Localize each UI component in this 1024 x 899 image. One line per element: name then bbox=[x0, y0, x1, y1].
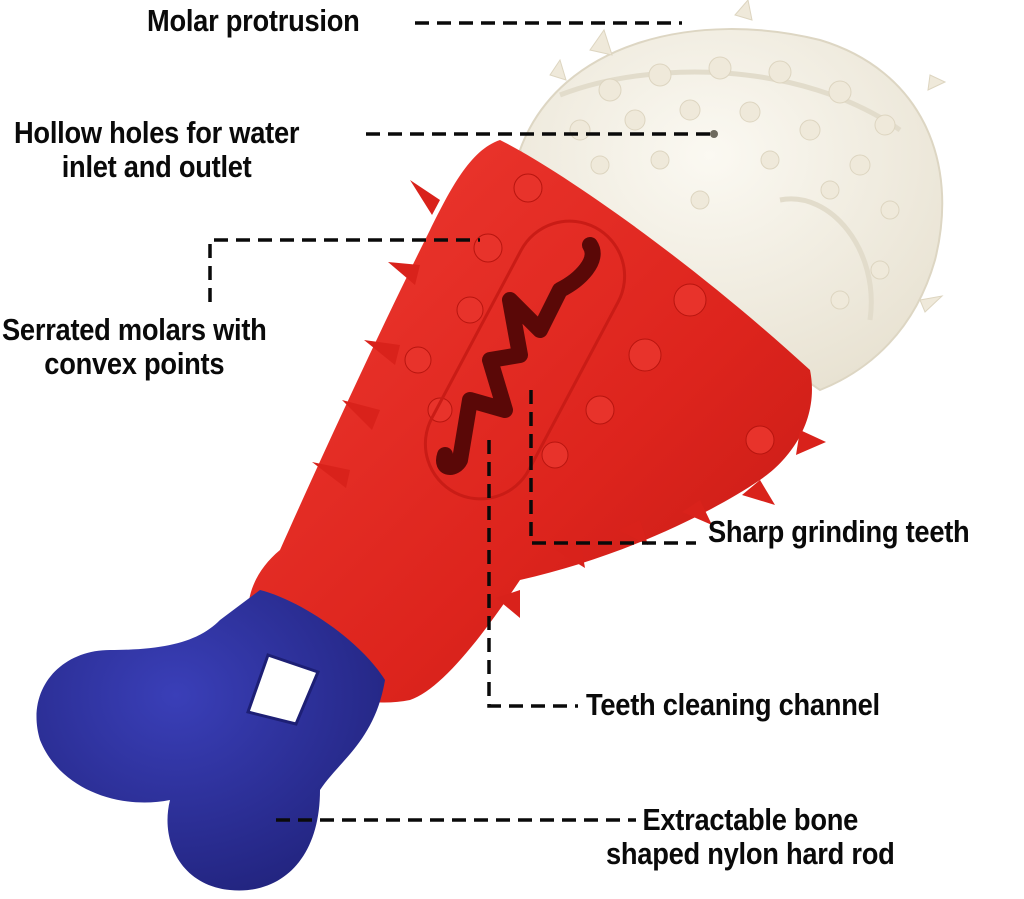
blue-bone-rod bbox=[36, 590, 385, 891]
label-sharp-grinding-teeth: Sharp grinding teeth bbox=[708, 514, 970, 549]
label-teeth-cleaning-channel: Teeth cleaning channel bbox=[586, 687, 880, 722]
label-serrated-molars: Serrated molars with convex points bbox=[2, 312, 267, 381]
label-extractable-bone: Extractable bone shaped nylon hard rod bbox=[606, 802, 895, 871]
cleaning-channel bbox=[423, 219, 627, 501]
white-cap bbox=[518, 0, 947, 392]
water-hole-icon bbox=[710, 130, 718, 138]
label-hollow-holes: Hollow holes for water inlet and outlet bbox=[14, 115, 300, 184]
label-molar-protrusion: Molar protrusion bbox=[147, 3, 360, 38]
